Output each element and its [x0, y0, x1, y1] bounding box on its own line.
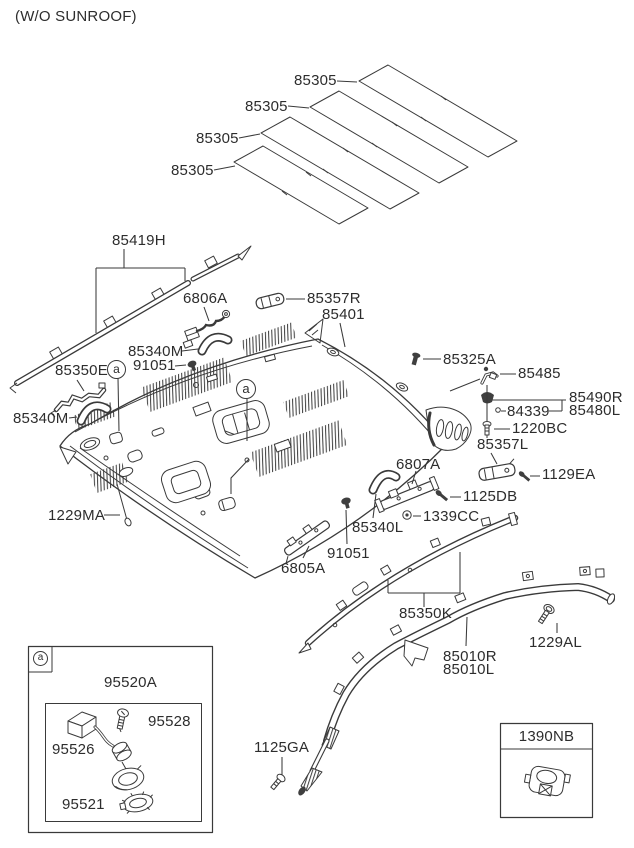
part-label-85305-1: 85305 [294, 72, 337, 89]
bracket-85350e-drawing [50, 382, 107, 418]
screw-1229ma-drawing [116, 483, 132, 527]
part-label-85340m-2: 85340M [13, 410, 69, 427]
part-label-6806a: 6806A [183, 290, 228, 307]
assist-handle-front-drawing [197, 332, 233, 356]
curtain-airbag-drawing [298, 566, 616, 796]
headliner-panel-drawing [59, 318, 472, 579]
part-label-85010l: 85010L [443, 661, 495, 678]
grommet-1339cc-drawing [402, 510, 412, 520]
wiring-6806a-drawing [182, 309, 231, 349]
part-label-85305-3: 85305 [196, 130, 239, 147]
screw-1220bc-drawing [482, 421, 492, 438]
part-label-85305-4: 85305 [171, 162, 214, 179]
bracket-6805a-drawing [283, 520, 331, 564]
part-label-85340m-1: 85340M [128, 343, 184, 360]
part-label-85340l: 85340L [352, 519, 404, 536]
part-label-1125db: 1125DB [463, 488, 518, 505]
legend-box-drawing [499, 722, 594, 819]
clip-front-drawing [187, 360, 197, 372]
part-label-95520a: 95520A [104, 674, 157, 691]
part-label-85401: 85401 [322, 306, 365, 323]
part-label-6805a: 6805A [281, 560, 326, 577]
part-label-85350e: 85350E [55, 362, 108, 379]
part-label-1390nb: 1390NB [518, 728, 575, 745]
part-label-95521: 95521 [62, 796, 105, 813]
roof-side-garnish-drawing [9, 245, 252, 394]
part-label-85305-2: 85305 [245, 98, 288, 115]
part-label-1125ga: 1125GA [254, 739, 310, 756]
part-label-91051-1: 91051 [133, 357, 176, 374]
part-label-85325a: 85325A [443, 351, 496, 368]
part-label-85419h: 85419H [112, 232, 166, 249]
leader-lines [68, 80, 566, 806]
callout-a-marker-2: a [236, 379, 256, 399]
screw-1129ea-drawing [518, 471, 531, 482]
visor-retainer-left-drawing [478, 458, 516, 481]
bracket-6807a-drawing [374, 476, 440, 514]
part-label-95526: 95526 [52, 741, 95, 758]
screw-1125db-drawing [435, 490, 449, 502]
roof-bow-strips [233, 64, 518, 225]
inset-callout-a-marker: a [33, 651, 48, 666]
part-label-85480l: 85480L [569, 402, 621, 419]
part-label-85357l: 85357L [477, 436, 529, 453]
part-label-1229ma: 1229MA [48, 507, 106, 524]
curtain-rail-85350k-drawing [298, 511, 519, 654]
part-label-1339cc: 1339CC [423, 508, 480, 525]
part-label-91051-2: 91051 [327, 545, 370, 562]
part-label-6807a: 6807A [396, 456, 441, 473]
part-label-84339: 84339 [507, 403, 550, 420]
part-label-1129ea: 1129EA [542, 466, 596, 483]
part-label-85485: 85485 [518, 365, 561, 382]
bolt-1229al-drawing [537, 604, 555, 625]
part-label-85490r: 85490R [569, 389, 623, 406]
callout-a-marker-1: a [107, 360, 126, 379]
part-label-95528: 95528 [148, 713, 191, 730]
bolt-1125ga-drawing [270, 773, 286, 791]
part-label-85010r: 85010R [443, 648, 497, 665]
part-label-1229al: 1229AL [529, 634, 582, 651]
assist-handle-rear-drawing [368, 469, 401, 495]
part-label-1220bc: 1220BC [512, 420, 568, 437]
part-label-85357r: 85357R [307, 290, 361, 307]
inset-box-drawing [27, 645, 214, 834]
assist-handle-front-left-drawing [76, 401, 112, 426]
part-label-85350k: 85350K [399, 605, 452, 622]
clip-rear-drawing [341, 497, 351, 509]
diagram-note: (W/O SUNROOF) [15, 8, 137, 25]
visor-retainer-right-drawing [255, 292, 285, 310]
